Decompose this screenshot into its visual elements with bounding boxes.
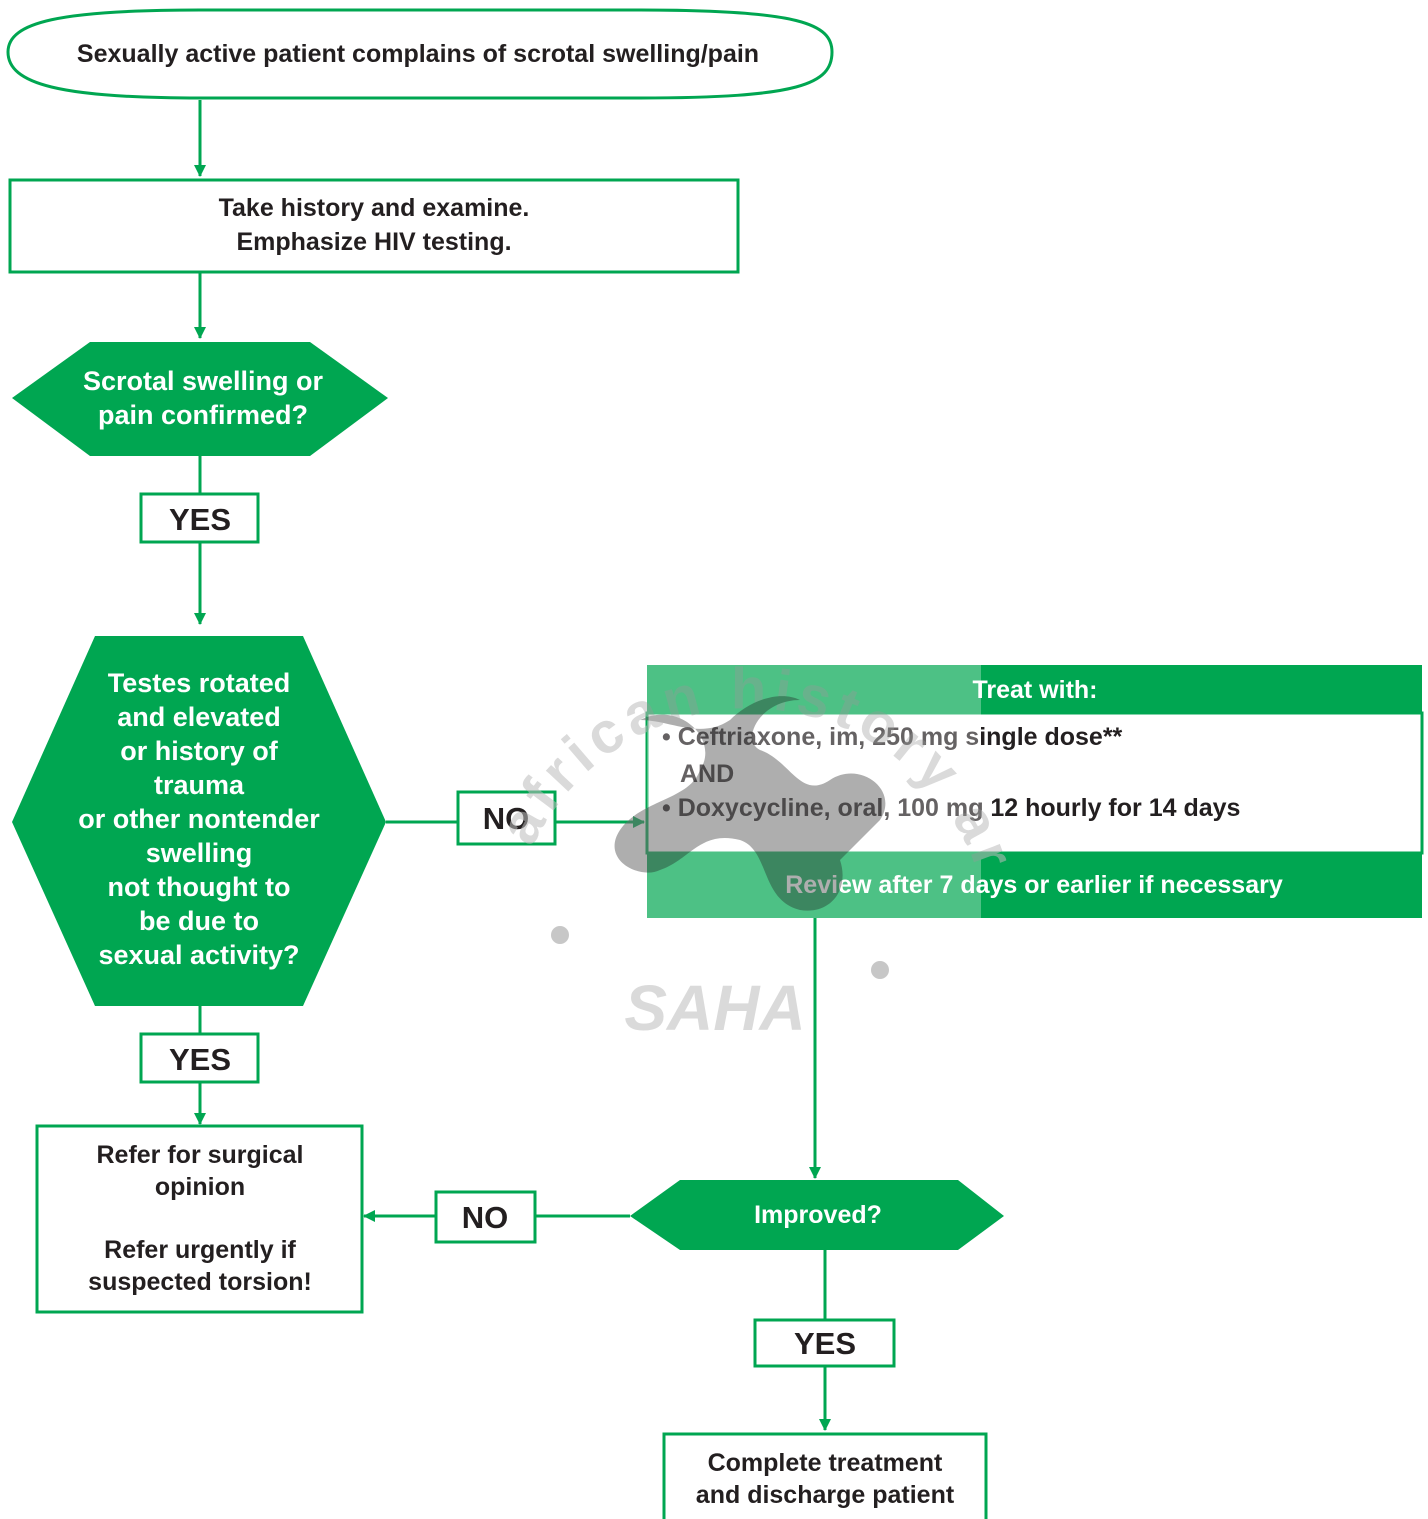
refer-line-1: Refer for surgical xyxy=(96,1141,303,1169)
decision-testes: Testes rotated and elevated or history of t… xyxy=(12,636,386,1006)
treat-header: Treat with: xyxy=(972,676,1097,704)
watermark-dot-left xyxy=(551,926,569,944)
confirmed-line-2: pain confirmed? xyxy=(98,400,308,430)
complete-line-2: and discharge patient xyxy=(696,1481,955,1509)
start-node: Sexually active patient complains of scr… xyxy=(6,8,834,100)
yes-label-2: YES xyxy=(139,1032,260,1084)
refer-line-2: opinion xyxy=(155,1173,245,1201)
complete-line-1: Complete treatment xyxy=(708,1449,943,1477)
svg-text:NO: NO xyxy=(462,1200,509,1235)
testes-line-6: swelling xyxy=(146,838,253,868)
testes-line-7: not thought to xyxy=(108,872,291,902)
testes-line-4: trauma xyxy=(154,770,245,800)
yes-label-1: YES xyxy=(139,492,260,544)
watermark-dot-right xyxy=(871,961,889,979)
watermark-logo-text: SAHA xyxy=(624,972,805,1044)
svg-text:YES: YES xyxy=(794,1326,856,1361)
svg-text:NO: NO xyxy=(483,801,530,836)
confirmed-line-1: Scrotal swelling or xyxy=(83,366,324,396)
svg-text:YES: YES xyxy=(169,502,231,537)
treat-footer: Review after 7 days or earlier if necess… xyxy=(785,871,1283,899)
testes-line-1: Testes rotated xyxy=(108,668,291,698)
svg-text:YES: YES xyxy=(169,1042,231,1077)
start-label: Sexually active patient complains of scr… xyxy=(77,40,759,68)
refer-box: Refer for surgical opinion Refer urgentl… xyxy=(35,1124,364,1314)
decision-improved: Improved? xyxy=(630,1180,1004,1250)
improved-label: Improved? xyxy=(754,1201,882,1229)
no-label-2: NO xyxy=(434,1190,537,1244)
connectors xyxy=(194,100,831,1431)
yes-label-3: YES xyxy=(753,1318,896,1368)
complete-box: Complete treatment and discharge patient xyxy=(662,1432,988,1519)
testes-line-2: and elevated xyxy=(117,702,281,732)
history-box: Take history and examine. Emphasize HIV … xyxy=(8,178,740,274)
testes-line-5: or other nontender xyxy=(78,804,320,834)
history-line-2: Emphasize HIV testing. xyxy=(236,228,511,256)
decision-confirmed: Scrotal swelling or pain confirmed? xyxy=(12,342,388,456)
testes-line-9: sexual activity? xyxy=(98,940,299,970)
testes-line-8: be due to xyxy=(139,906,259,936)
no-label-1: NO xyxy=(456,790,557,846)
watermark-figures-icon xyxy=(614,696,886,911)
refer-line-5: suspected torsion! xyxy=(88,1268,312,1296)
history-line-1: Take history and examine. xyxy=(219,194,530,222)
testes-line-3: or history of xyxy=(120,736,279,766)
refer-line-4: Refer urgently if xyxy=(104,1236,296,1264)
